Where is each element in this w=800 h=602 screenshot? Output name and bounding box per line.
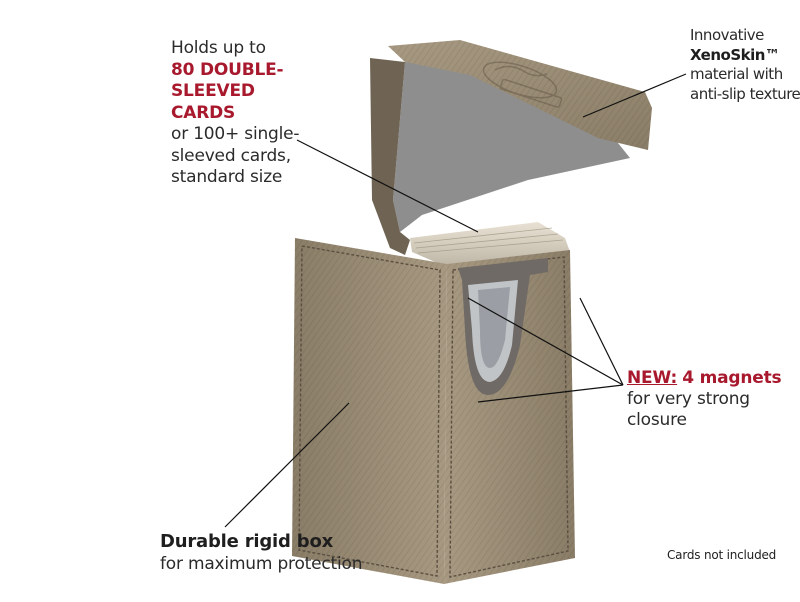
durability-callout: Durable rigid box for maximum protection [160, 531, 390, 575]
magnets-line-2: for very strong [627, 389, 750, 409]
magnet-pointers [467, 297, 624, 403]
material-line-4: anti-slip texture [690, 84, 800, 103]
magnets-line-3: closure [627, 410, 687, 430]
durable-pointer [224, 402, 350, 528]
capacity-line-6: standard size [171, 167, 283, 187]
capacity-line-4: or 100+ single- [171, 124, 300, 144]
material-line-3: material with [690, 65, 783, 83]
lid-side [370, 58, 410, 255]
capacity-line-1: Holds up to [171, 38, 266, 58]
lid-lining [393, 60, 630, 232]
material-callout: Innovative XenoSkin™ material with anti-… [690, 26, 800, 104]
xenoskin-pointer [582, 73, 687, 118]
capacity-highlight-1: 80 DOUBLE- [171, 59, 284, 80]
durability-subtitle: for maximum protection [160, 554, 363, 574]
capacity-highlight-2: SLEEVED CARDS [171, 81, 255, 123]
durability-title: Durable rigid box [160, 531, 334, 552]
material-line-1: Innovative [690, 26, 764, 44]
holds-pointer [296, 139, 479, 233]
cards-top [410, 222, 570, 265]
capacity-line-5: sleeved cards, [171, 145, 291, 166]
embossed-logo-icon [482, 61, 563, 108]
magnets-callout: NEW: 4 magnets for very strong closure [627, 368, 792, 431]
material-brand: XenoSkin™ [690, 45, 780, 64]
new-label: NEW: [627, 368, 678, 388]
capacity-callout: Holds up to 80 DOUBLE- SLEEVED CARDS or … [171, 38, 321, 189]
disclaimer-text: Cards not included [667, 548, 777, 562]
magnet-count: 4 magnets [682, 368, 782, 388]
